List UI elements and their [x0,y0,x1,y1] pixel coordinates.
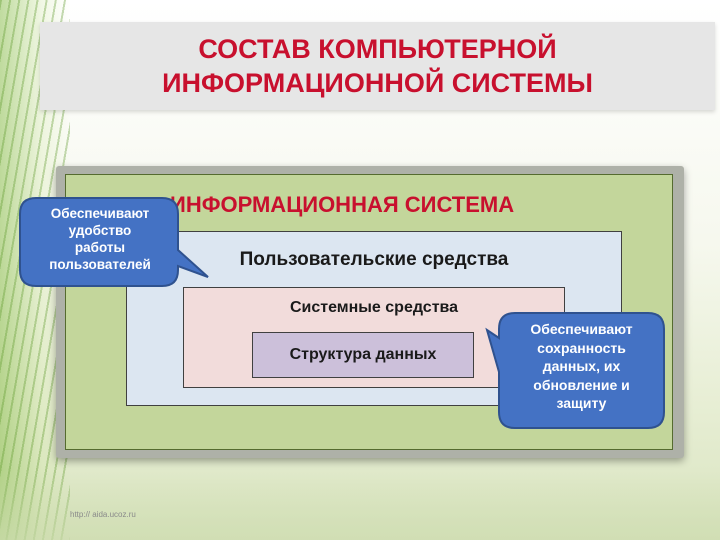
footer-url: http:// aida.ucoz.ru [70,510,136,519]
left-callout-text: Обеспечивают удобство работы пользовател… [49,206,151,272]
data-structure-label: Структура данных [289,346,437,363]
right-callout-text: Обеспечивают сохранность данных, их обно… [530,321,633,411]
right-callout-shape [485,312,665,429]
system-tools-label: Системные средства [289,299,459,316]
data-structure-box: Структура данных [252,332,474,378]
slide-title: СОСТАВ КОМПЬЮТЕРНОЙ ИНФОРМАЦИОННОЙ СИСТЕ… [162,34,593,98]
information-system-label: ИНФОРМАЦИОННАЯ СИСТЕМА [170,192,515,217]
meadow-decoration [0,470,720,540]
left-callout-shape [19,197,209,287]
user-tools-label: Пользовательские средства [239,249,509,270]
title-band: СОСТАВ КОМПЬЮТЕРНОЙ ИНФОРМАЦИОННОЙ СИСТЕ… [40,22,715,110]
